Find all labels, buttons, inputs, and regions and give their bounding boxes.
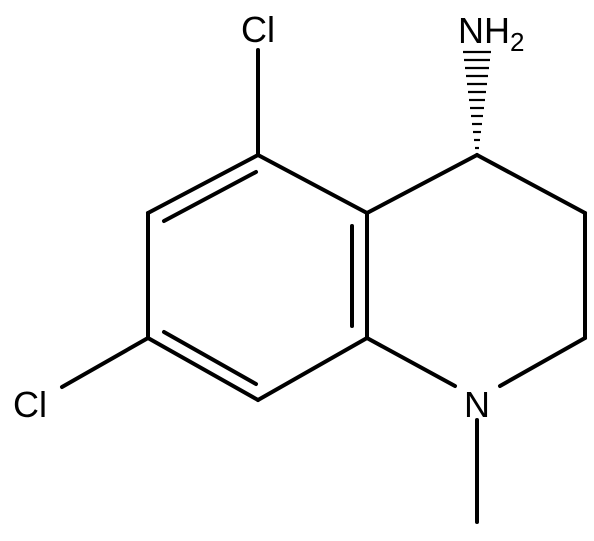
bond-c8a-c8: [256, 336, 369, 402]
bond-c6-c5-inner: [162, 170, 258, 223]
atom-label-cl-left: Cl: [13, 384, 47, 425]
bond-c6-c5: [146, 153, 260, 215]
atom-label-cl-top: Cl: [241, 9, 275, 50]
atom-label-amine: NH2: [458, 10, 524, 57]
bond-c4-amine-hashed-wedge: [463, 50, 491, 150]
bond-n1-c8a: [365, 336, 457, 388]
bond-c4a-c4: [365, 153, 479, 215]
bond-c4-c3: [475, 153, 587, 215]
bond-c5-c4a: [256, 153, 369, 215]
atom-label-amine-nh: NH: [458, 10, 510, 51]
bond-c2-n1: [498, 336, 587, 388]
bond-c8-c7-inner: [162, 330, 258, 386]
bond-c8-c7: [146, 336, 260, 402]
atom-label-amine-subscript: 2: [510, 27, 524, 57]
atom-label-n-ring: N: [464, 384, 490, 425]
bond-c7-cl: [60, 336, 150, 389]
